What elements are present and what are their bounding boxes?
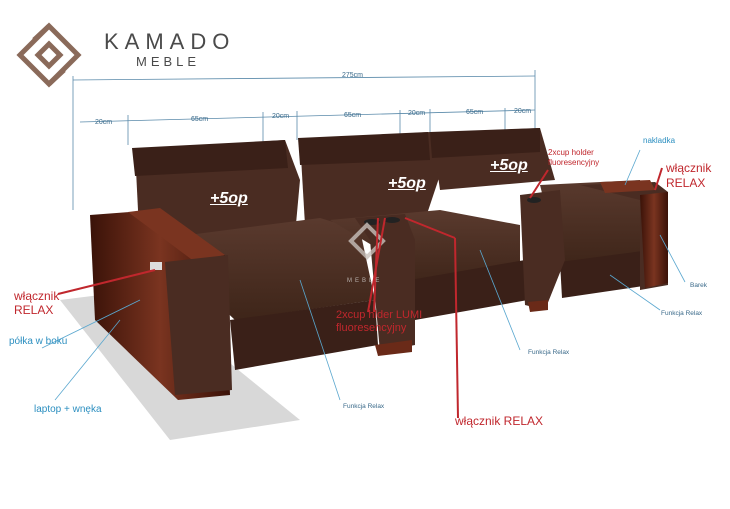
callout-shelf: półka w boku [9,336,68,347]
callout-funkcja-1: Funkcja Relax [343,403,385,410]
sofa-back [132,128,555,250]
dim-seg-7: 20cm [514,108,532,115]
callout-relax-left-line2: RELAX [14,303,54,317]
dim-seg-4: 65cm [344,112,362,119]
callout-relax-left-line1: włącznik [14,289,60,303]
callout-barek: Barek [690,282,707,289]
dim-seg-6: 65cm [466,109,484,116]
brand-sub: MEBLE [136,54,201,69]
logo-mark [16,22,82,88]
callout-cup-top-line2: fluoresencyjny [548,158,600,167]
seat-label-1: +5op [210,190,248,207]
red-callout-lines [57,167,663,419]
callout-relax-right-line2: RELAX [666,176,706,190]
callout-cup-top-line1: 2xcup holder [548,148,594,157]
blue-callout-lines [41,149,686,401]
seat-label-3: +5op [490,157,528,174]
callout-relax-bottom: włącznik RELAX [455,414,544,428]
left-armrest [90,208,232,400]
callout-laptop: laptop + wnęka [34,404,102,415]
seat-label-2: +5op [388,175,426,192]
watermark-text: MEBLE [347,278,383,284]
callout-funkcja-2: Funkcja Relax [528,349,570,356]
dim-total: 275cm [342,72,364,79]
callout-funkcja-3: Funkcja Relax [661,310,703,317]
callout-cup-lumi-line1: 2xcup hlder LUMI [336,309,423,321]
console-1 [355,214,415,356]
dim-seg-2: 65cm [191,116,209,123]
console-2 [520,190,565,312]
callout-nakladka: nakladka [643,136,676,145]
callout-cup-lumi-line2: fluoresencyjny [336,322,407,334]
callout-relax-right-line1: włącznik [666,161,712,175]
right-armrest [580,180,668,290]
dimension-lines [72,70,536,210]
dim-seg-3: 20cm [272,113,290,120]
dim-seg-5: 20cm [408,110,426,117]
dim-seg-1: 20cm [95,119,113,126]
brand-name: KAMADO [104,29,236,54]
